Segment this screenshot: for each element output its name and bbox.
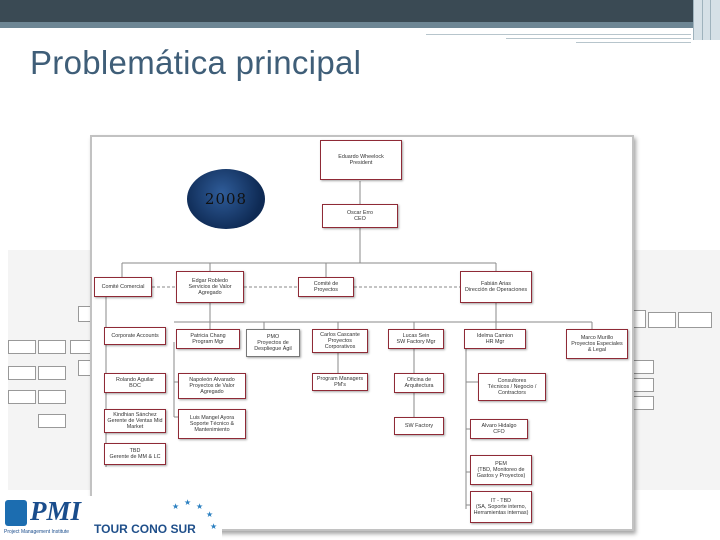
- star-icon: ★: [172, 502, 180, 511]
- node-swfactory: SW Factory: [394, 417, 444, 435]
- node-pem: PEM(TBD, Monitoreo de Gastos y Proyectos…: [470, 455, 532, 485]
- background-chart-right: [628, 250, 720, 490]
- star-icon: ★: [210, 522, 218, 531]
- corner-decoration: [693, 0, 720, 40]
- background-chart-left: [8, 250, 94, 490]
- node-it-tbd: IT - TBD(SA, Soporte interno, Herramient…: [470, 491, 532, 523]
- node-comite-proyectos: Comité de Proyectos: [298, 277, 354, 297]
- top-banner: [0, 0, 720, 22]
- globe-icon: [5, 500, 27, 526]
- year-badge: 2008: [187, 169, 265, 229]
- tour-label: TOUR CONO SUR: [94, 522, 196, 536]
- pmi-subtitle: Project Management Institute: [4, 529, 70, 535]
- node-comite-comercial: Comité Comercial: [94, 277, 152, 297]
- org-chart-connectors: [104, 181, 593, 509]
- star-icon: ★: [206, 510, 214, 519]
- slide-title: Problemática principal: [30, 44, 362, 81]
- star-icon: ★: [184, 498, 192, 507]
- node-corporate-accounts: Corporate Accounts: [104, 327, 166, 345]
- top-banner-accent: [0, 22, 720, 28]
- star-icon: ★: [196, 502, 204, 511]
- pmi-logo: PMI Project Management Institute TOUR CO…: [2, 496, 222, 540]
- pmi-wordmark: PMI: [30, 496, 82, 526]
- decorative-lines: [426, 32, 696, 48]
